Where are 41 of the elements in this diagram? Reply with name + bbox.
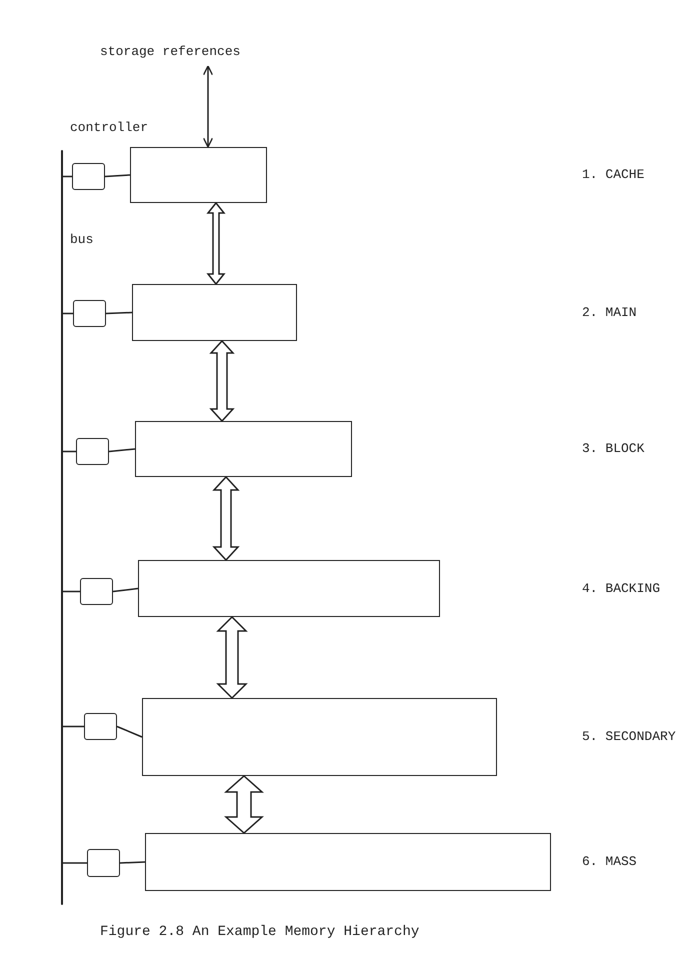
connector-line xyxy=(63,590,80,592)
double-arrow xyxy=(209,340,235,422)
controller-box xyxy=(84,713,117,740)
connector-line xyxy=(106,312,132,314)
connector-line xyxy=(63,176,72,178)
memory-box xyxy=(135,421,352,477)
bus-line xyxy=(61,150,63,905)
text-label: 4. BACKING xyxy=(582,581,660,596)
connector-line xyxy=(63,312,73,314)
text-label: 3. BLOCK xyxy=(582,441,644,456)
memory-box xyxy=(142,698,497,776)
arrow xyxy=(202,65,214,148)
text-label: 5. SECONDARY xyxy=(582,729,676,744)
double-arrow xyxy=(206,202,226,286)
double-arrow xyxy=(224,775,264,834)
text-label: 6. MASS xyxy=(582,854,637,869)
connector-line xyxy=(112,588,138,592)
connector-line xyxy=(63,726,84,728)
connector-line xyxy=(116,726,142,738)
connector-line xyxy=(63,862,87,864)
controller-box xyxy=(87,849,120,877)
controller-box xyxy=(72,163,105,190)
text-label: storage references xyxy=(100,44,240,59)
controller-box xyxy=(76,438,109,465)
level-label: bus xyxy=(70,232,94,247)
memory-box xyxy=(145,833,551,891)
memory-box xyxy=(130,147,267,203)
double-arrow xyxy=(212,476,240,562)
figure-caption: Figure 2.8 An Example Memory Hierarchy xyxy=(100,924,420,940)
connector-line xyxy=(104,174,130,178)
connector-line xyxy=(63,450,76,452)
double-arrow xyxy=(216,616,248,700)
connector-line xyxy=(120,861,146,864)
text-label: 1. CACHE xyxy=(582,167,644,182)
memory-box xyxy=(132,284,297,341)
controller-box xyxy=(73,300,106,327)
connector-line xyxy=(108,448,136,452)
text-label: 2. MAIN xyxy=(582,305,637,320)
text-label: controller xyxy=(70,120,148,135)
memory-box xyxy=(138,560,440,617)
controller-box xyxy=(80,578,113,605)
